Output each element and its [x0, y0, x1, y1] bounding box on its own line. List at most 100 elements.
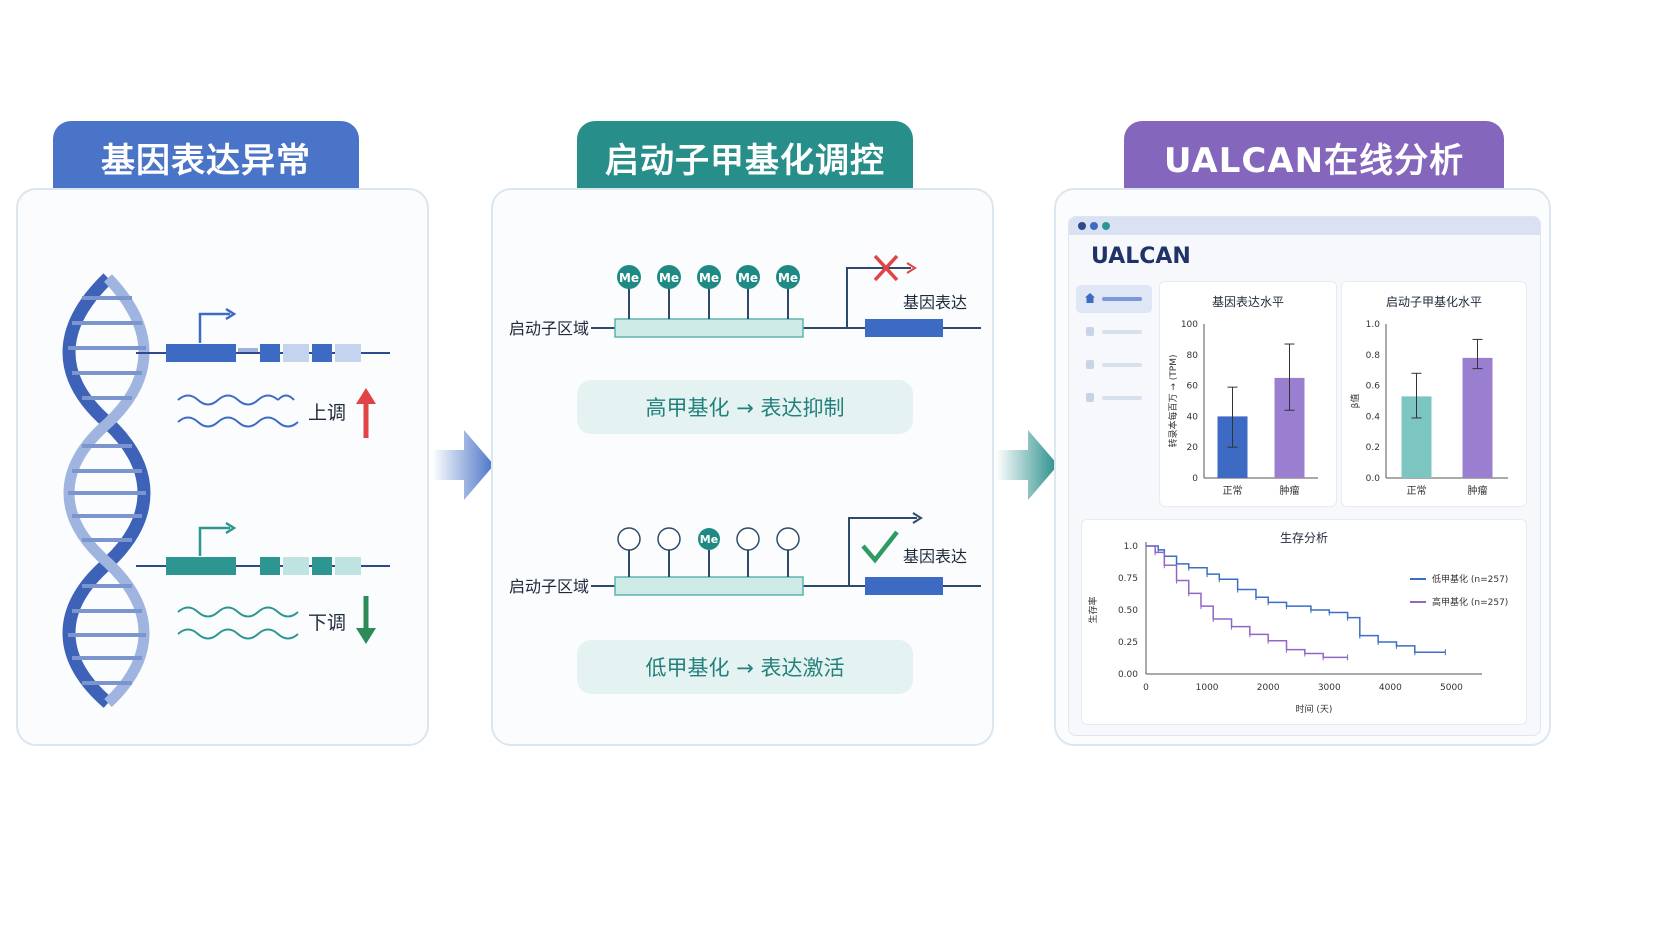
- sidebar-item[interactable]: [1076, 384, 1152, 412]
- hypomethylation-result: 低甲基化 → 表达激活: [577, 640, 913, 694]
- y-tick-label: 0.25: [1118, 638, 1138, 648]
- up-arrow-icon: [356, 388, 376, 438]
- me-label: Me: [738, 271, 758, 285]
- sidebar-item[interactable]: [1076, 351, 1152, 379]
- y-axis-label: 转录本每百万 → (TPM): [1167, 355, 1179, 448]
- methyl-group: [657, 265, 681, 289]
- chart-title: 基因表达水平: [1212, 295, 1284, 309]
- x-axis-label: 时间 (天): [1296, 703, 1333, 715]
- chart-title: 启动子甲基化水平: [1386, 295, 1482, 309]
- gene-expression-label: 基因表达: [903, 293, 967, 312]
- y-tick-label: 60: [1187, 382, 1199, 392]
- unmethylated-site: [736, 527, 760, 551]
- methyl-group: [698, 528, 720, 550]
- y-tick-label: 80: [1187, 351, 1199, 361]
- methyl-group: [736, 265, 760, 289]
- x-tick-label: 肿瘤: [1280, 484, 1300, 497]
- x-tick-label: 正常: [1407, 484, 1427, 497]
- y-tick-label: 0: [1192, 474, 1198, 484]
- methyl-group: [697, 265, 721, 289]
- me-label: Me: [659, 271, 679, 285]
- y-tick-label: 0.4: [1366, 412, 1381, 422]
- panel1-graphic: 上调 下调: [62, 273, 390, 708]
- promoter-region-label: 启动子区域: [509, 577, 589, 596]
- methyl-group: [617, 265, 641, 289]
- y-tick-label: 0.00: [1118, 670, 1138, 680]
- browser-titlebar: [1069, 217, 1540, 235]
- me-label: Me: [778, 271, 798, 285]
- survival-curve: [1146, 545, 1348, 659]
- browser-window: UALCAN 基因表达水平 0 20 40 60 80 100 转录本每百万 → (TPM) 正…: [1068, 216, 1541, 736]
- y-tick-label: 0.6: [1366, 382, 1381, 392]
- window-dot: [1090, 222, 1098, 230]
- y-tick-label: 1.0: [1366, 320, 1381, 330]
- sidebar-bar: [1102, 396, 1142, 400]
- bar: [1462, 357, 1493, 478]
- me-label: Me: [619, 271, 639, 285]
- page-icon: [1086, 393, 1094, 402]
- x-tick-label: 0: [1143, 683, 1149, 693]
- promoter-region-label: 启动子区域: [509, 319, 589, 338]
- y-tick-label: 100: [1181, 320, 1198, 330]
- flow-arrow-icon: [996, 430, 1058, 500]
- page-icon: [1086, 360, 1094, 369]
- panel3-title: UALCAN在线分析: [1124, 121, 1504, 193]
- x-tick-label: 3000: [1318, 683, 1341, 693]
- window-dot: [1078, 222, 1086, 230]
- x-tick-label: 5000: [1440, 683, 1463, 693]
- panel2-title: 启动子甲基化调控: [577, 121, 913, 193]
- methylation-chart-card: 启动子甲基化水平 0.0 0.2 0.4 0.6 0.8 1.0 β值正常 肿瘤: [1341, 281, 1527, 507]
- sidebar: [1076, 285, 1152, 415]
- y-tick-label: 0.0: [1366, 474, 1381, 484]
- sidebar-bar: [1102, 297, 1142, 301]
- x-tick-label: 正常: [1223, 484, 1243, 497]
- dna-helix-icon: [62, 273, 151, 708]
- expression-bar-chart: 基因表达水平 0 20 40 60 80 100 转录本每百万 → (TPM) 正常 肿瘤: [1167, 295, 1318, 497]
- y-tick-label: 40: [1187, 412, 1199, 422]
- sidebar-item[interactable]: [1076, 318, 1152, 346]
- y-tick-label: 1.0: [1124, 542, 1139, 552]
- gene-expression-label: 基因表达: [903, 547, 967, 566]
- sidebar-item-home[interactable]: [1076, 285, 1152, 313]
- y-tick-label: 0.2: [1366, 443, 1380, 453]
- y-axis-label: 生存率: [1087, 596, 1099, 623]
- x-tick-label: 1000: [1196, 683, 1219, 693]
- y-tick-label: 0.8: [1366, 351, 1381, 361]
- x-tick-label: 2000: [1257, 683, 1280, 693]
- sidebar-bar: [1102, 363, 1142, 367]
- panel1-title: 基因表达异常: [53, 121, 359, 193]
- flow-arrow-icon: [432, 430, 494, 500]
- me-label: Me: [700, 533, 718, 546]
- legend-label: 高甲基化 (n=257): [1432, 596, 1508, 608]
- home-icon: [1085, 293, 1095, 303]
- down-arrow-icon: [356, 596, 376, 644]
- y-tick-label: 0.50: [1118, 606, 1138, 616]
- check-icon: [861, 530, 899, 564]
- x-tick-label: 4000: [1379, 683, 1402, 693]
- downregulated-label: 下调: [308, 612, 346, 634]
- unmethylated-site: [617, 527, 641, 551]
- legend-label: 低甲基化 (n=257): [1432, 573, 1508, 585]
- y-tick-label: 20: [1187, 443, 1199, 453]
- window-dot: [1102, 222, 1110, 230]
- y-axis-label: β值: [1349, 394, 1361, 409]
- unmethylated-site: [657, 527, 681, 551]
- y-tick-label: 0.75: [1118, 574, 1138, 584]
- panel-gene-expression: [16, 188, 429, 746]
- unmethylated-site: [776, 527, 800, 551]
- methyl-group: [776, 265, 800, 289]
- page-icon: [1086, 327, 1094, 336]
- app-title: UALCAN: [1091, 244, 1191, 269]
- upregulated-label: 上调: [308, 402, 346, 424]
- survival-line-chart: 生存分析 0.00 0.25 0.50 0.75 1.0 0 1000 2000 3000 4000…: [1087, 531, 1508, 715]
- x-tick-label: 肿瘤: [1468, 484, 1488, 497]
- blocked-x-icon: [873, 254, 899, 282]
- sidebar-bar: [1102, 330, 1142, 334]
- hypermethylation-result: 高甲基化 → 表达抑制: [577, 380, 913, 434]
- me-label: Me: [699, 271, 719, 285]
- chart-title: 生存分析: [1280, 531, 1328, 545]
- survival-chart-card: 生存分析 0.00 0.25 0.50 0.75 1.0 0 1000 2000 3000 4000…: [1081, 519, 1527, 725]
- expression-chart-card: 基因表达水平 0 20 40 60 80 100 转录本每百万 → (TPM) 正常 肿瘤: [1159, 281, 1337, 507]
